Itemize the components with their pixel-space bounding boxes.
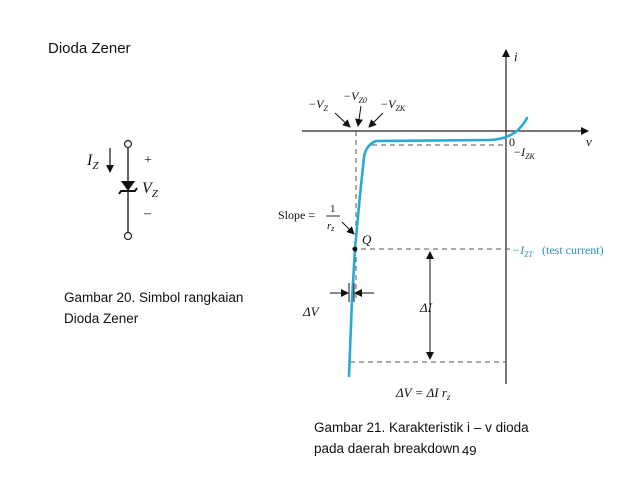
axis-v-label: v — [586, 134, 592, 149]
iv-graph: i v 0 Q −VZ −VZ0 −VZK −IZK −IZT (test cu… — [278, 49, 604, 402]
zener-triangle — [121, 181, 135, 191]
label-minus: – — [143, 206, 152, 221]
caption-symbol-line-1: Gambar 20. Simbol rangkaian — [64, 290, 244, 305]
label-vz: −VZ — [308, 97, 328, 113]
label-iz: IZ — [86, 152, 99, 172]
delta-i-label: ΔI — [419, 300, 433, 315]
caption-symbol: Gambar 20. Simbol rangkaian Dioda Zener — [64, 287, 243, 329]
slide-title: Dioda Zener — [48, 40, 131, 57]
q-label: Q — [362, 232, 372, 247]
origin-label: 0 — [509, 135, 515, 149]
caption-graph-line-1: Gambar 21. Karakteristik i – v dioda — [314, 420, 529, 435]
zener-iv-curve — [347, 116, 529, 378]
axis-i-label: i — [514, 49, 518, 64]
caption-graph-line-2: pada daerah breakdown — [314, 441, 460, 456]
caption-graph: Gambar 21. Karakteristik i – v dioda pad… — [314, 417, 529, 459]
slope-den: rz — [327, 220, 335, 233]
label-vzk: −VZK — [380, 97, 406, 113]
terminal-top — [123, 139, 133, 149]
vzk-pointer — [368, 112, 384, 128]
vz0-pointer — [355, 105, 363, 127]
label-vz: VZ — [142, 180, 159, 200]
label-izk: −IZK — [513, 145, 536, 161]
label-izt: −IZT — [512, 243, 534, 259]
label-vz0: −VZ0 — [343, 89, 367, 105]
caption-symbol-line-2: Dioda Zener — [64, 311, 139, 326]
delta-equation: ΔV = ΔI rz — [395, 385, 451, 402]
vz-pointer — [334, 112, 351, 128]
slope-num: 1 — [330, 203, 336, 215]
label-test-current: (test current) — [542, 243, 604, 257]
delta-v-label: ΔV — [302, 304, 321, 319]
slope-pointer — [341, 221, 355, 235]
label-plus: + — [144, 153, 152, 168]
q-point — [352, 246, 358, 252]
terminal-bottom — [123, 231, 133, 241]
slope-text: Slope = — [278, 208, 315, 222]
page-number: 49 — [462, 443, 477, 458]
zener-symbol: IZ + VZ – — [86, 139, 159, 241]
